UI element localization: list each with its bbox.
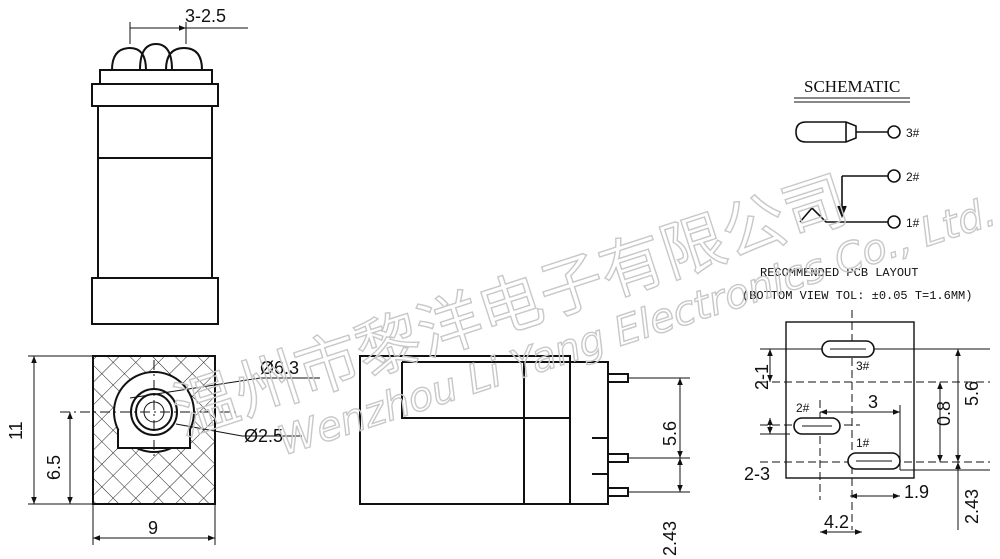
top-view — [91, 22, 248, 325]
dim-pin-spacing: 3-2.5 — [185, 6, 226, 26]
dim-width: 9 — [148, 518, 158, 538]
schematic-title: SCHEMATIC — [804, 77, 900, 96]
pcb-pad-3-label: 3# — [856, 359, 870, 373]
pcb-pad-2-label: 2# — [796, 401, 810, 415]
schematic-pin-1: 1# — [906, 216, 920, 230]
dim-pin-diameter: Ø2.5 — [244, 426, 283, 446]
dim-side-pin-pitch: 5.6 — [660, 421, 680, 446]
schematic-pin-3: 3# — [906, 126, 920, 140]
pcb-dim-2-1: 2-1 — [752, 364, 772, 390]
schematic — [794, 97, 910, 229]
schematic-pin-2: 2# — [906, 170, 920, 184]
pcb-dim-2-43: 2.43 — [962, 489, 982, 524]
pcb-layout-title: RECOMMENDED PCB LAYOUT — [760, 266, 918, 280]
dim-side-bottom-offset: 2.43 — [660, 521, 680, 556]
pcb-dim-5-6: 5.6 — [962, 381, 982, 406]
pcb-dim-4-2: 4.2 — [824, 512, 849, 532]
pcb-dim-2-3: 2-3 — [744, 464, 770, 484]
pcb-pad-1-label: 1# — [856, 436, 870, 450]
pcb-layout-subtitle: (BOTTOM VIEW TOL: ±0.05 T=1.6MM) — [742, 289, 972, 303]
pcb-dim-0-8: 0.8 — [934, 401, 954, 426]
pcb-dim-3: 3 — [868, 392, 878, 412]
dim-height: 11 — [6, 421, 26, 440]
front-view — [28, 355, 320, 545]
pcb-dim-1-9: 1.9 — [904, 482, 929, 502]
dim-outer-diameter: Ø6.3 — [260, 358, 299, 378]
dim-center-height: 6.5 — [44, 455, 64, 480]
side-view — [359, 355, 690, 505]
pcb-layout — [760, 310, 990, 535]
